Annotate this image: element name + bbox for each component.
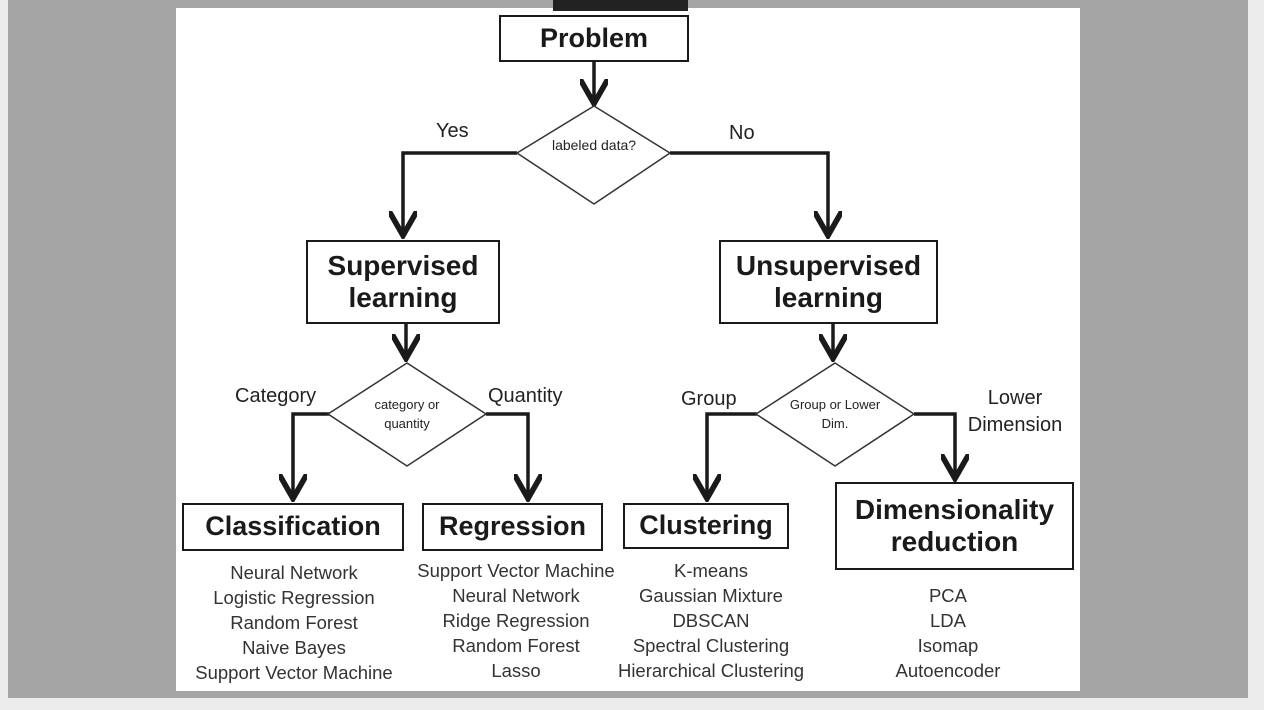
diagram-canvas bbox=[176, 8, 1080, 691]
edge-label-lower-dimension: Lower Dimension bbox=[967, 387, 1063, 436]
list-item: Isomap bbox=[917, 635, 979, 656]
list-item: Gaussian Mixture bbox=[639, 585, 783, 606]
list-item: Hierarchical Clustering bbox=[617, 660, 805, 681]
list-item: Autoencoder bbox=[895, 660, 1001, 681]
list-item: K-means bbox=[673, 560, 749, 581]
list-item: Support Vector Machine bbox=[195, 662, 393, 683]
edge-no bbox=[670, 151, 828, 232]
top-tab-bar bbox=[553, 0, 688, 11]
list-item: Lasso bbox=[491, 660, 541, 681]
regression-algorithms: Support Vector Machine Neural Network Ri… bbox=[404, 558, 628, 683]
list-item: Neural Network bbox=[452, 585, 580, 606]
edge-label-group: Group bbox=[681, 388, 737, 410]
classification-algorithms: Neural Network Logistic Regression Rando… bbox=[180, 560, 408, 685]
list-item: Random Forest bbox=[230, 612, 358, 633]
edge-lower-dimension bbox=[914, 412, 955, 475]
classification-box: Classification bbox=[182, 503, 404, 551]
unsupervised-learning-box: Unsupervised learning bbox=[719, 240, 938, 324]
labeled-data-question: labeled data? bbox=[551, 137, 637, 153]
edge-label-category: Category bbox=[235, 385, 317, 407]
supervised-learning-box: Supervised learning bbox=[306, 240, 500, 324]
list-item: PCA bbox=[928, 585, 968, 606]
edge-label-no: No bbox=[729, 122, 755, 144]
list-item: LDA bbox=[930, 610, 966, 631]
list-item: Support Vector Machine bbox=[417, 560, 615, 581]
list-item: DBSCAN bbox=[672, 610, 750, 631]
list-item: Ridge Regression bbox=[442, 610, 590, 631]
group-or-lower-dim-question: Group or Lower Dim. bbox=[789, 397, 881, 431]
problem-box: Problem bbox=[499, 15, 689, 62]
edge-label-quantity: Quantity bbox=[488, 385, 563, 407]
decision-diamond-category bbox=[326, 362, 488, 467]
category-or-quantity-question: category or quantity bbox=[374, 397, 440, 431]
edge-label-yes: Yes bbox=[436, 120, 469, 142]
regression-box: Regression bbox=[422, 503, 603, 551]
list-item: Naive Bayes bbox=[242, 637, 346, 658]
edge-yes bbox=[403, 151, 517, 232]
list-item: Spectral Clustering bbox=[632, 635, 790, 656]
dimensionality-reduction-box: Dimensionality reduction bbox=[835, 482, 1074, 570]
decision-diamond-group bbox=[754, 362, 916, 467]
dimensionality-reduction-algorithms: PCA LDA Isomap Autoencoder bbox=[866, 583, 1030, 683]
list-item: Neural Network bbox=[230, 562, 358, 583]
edge-quantity bbox=[486, 412, 528, 495]
edge-group bbox=[707, 412, 757, 495]
list-item: Logistic Regression bbox=[213, 587, 375, 608]
edge-category bbox=[293, 412, 330, 495]
clustering-algorithms: K-means Gaussian Mixture DBSCAN Spectral… bbox=[604, 558, 818, 683]
clustering-box: Clustering bbox=[623, 503, 789, 549]
list-item: Random Forest bbox=[452, 635, 580, 656]
decision-diamond-labeled bbox=[515, 105, 672, 205]
